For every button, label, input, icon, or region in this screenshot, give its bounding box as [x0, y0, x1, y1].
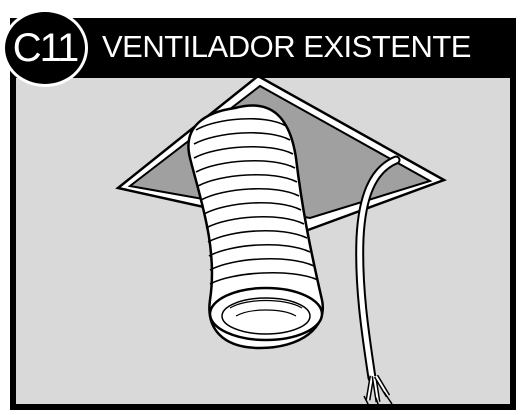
duct-end-inner [221, 297, 311, 335]
step-header-bar [10, 18, 516, 78]
duct-illustration [115, 78, 447, 404]
duct-end [208, 286, 324, 342]
cable-wire-ends [363, 374, 393, 404]
step-title: VENTILADOR EXISTENTE [102, 29, 471, 64]
step-number-badge: C11 [2, 9, 88, 87]
illustration-panel [10, 78, 516, 410]
step-number-label: C11 [12, 26, 79, 70]
duct-rings [193, 117, 319, 285]
